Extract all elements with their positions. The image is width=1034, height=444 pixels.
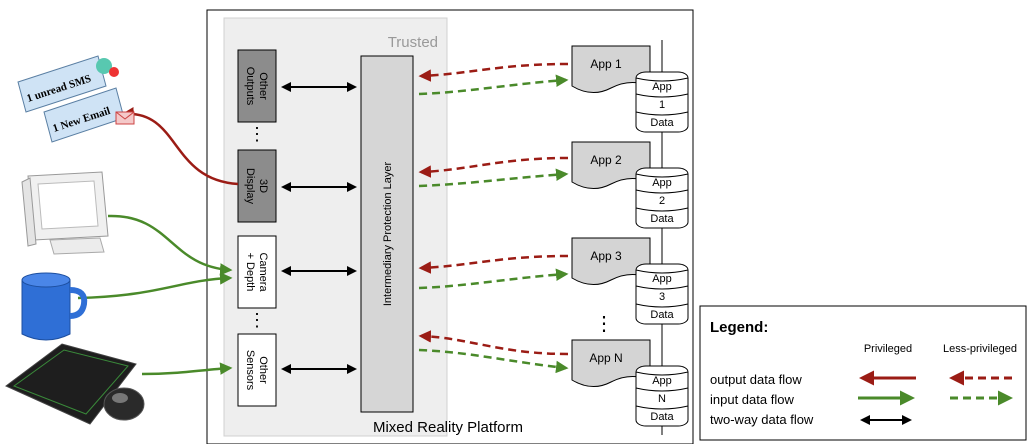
app-db-label: App — [652, 273, 672, 285]
app-db-label: 2 — [659, 195, 665, 207]
app-db-label: 3 — [659, 291, 665, 303]
app-name: App N — [589, 351, 622, 365]
legend-col-privileged: Privileged — [864, 343, 912, 355]
ellipsis-sensors: ⋮ — [248, 310, 266, 330]
app-name: App 3 — [590, 249, 622, 263]
monitor-icon — [21, 171, 109, 255]
module-3d-display: 3DDisplay — [237, 149, 277, 223]
app-database-icon — [635, 71, 689, 133]
svg-text:OtherOutputs: OtherOutputs — [244, 67, 269, 106]
app-db-label: N — [658, 393, 666, 405]
sms-badge-icon — [96, 58, 112, 74]
input-flow-mug — [77, 272, 233, 300]
app-db-label: Data — [650, 213, 674, 225]
app-db-label: Data — [650, 117, 674, 129]
legend-col-less: Less-privileged — [943, 343, 1017, 355]
module-camera-depth: Camera+ Depth — [237, 235, 277, 309]
app-database-icon — [635, 167, 689, 229]
app-database-icon — [635, 365, 689, 427]
legend-row-output: output data flow — [710, 372, 802, 387]
legend: Legend: Privileged Less-privileged outpu… — [699, 305, 1027, 441]
app-db-label: Data — [650, 309, 674, 321]
ellipsis-apps: ⋮ — [594, 313, 614, 335]
app-db-label: 1 — [659, 99, 665, 111]
module-other-sensors: OtherSensors — [237, 333, 277, 407]
output-flow-display — [121, 107, 239, 186]
app-database-icon — [635, 263, 689, 325]
twoway-arrows — [281, 82, 357, 374]
module-other-outputs: OtherOutputs — [237, 49, 277, 123]
legend-row-input: input data flow — [710, 392, 794, 407]
app-flows — [418, 62, 569, 374]
protection-layer — [360, 55, 414, 413]
input-flow-monitor — [107, 214, 233, 276]
app-db-label: App — [652, 177, 672, 189]
app-db-label: App — [652, 81, 672, 93]
svg-text:OtherSensors: OtherSensors — [244, 350, 269, 391]
svg-text:Camera+ Depth: Camera+ Depth — [244, 252, 269, 292]
app-name: App 1 — [590, 57, 622, 71]
legend-row-twoway: two-way data flow — [710, 412, 814, 427]
app-db-label: Data — [650, 411, 674, 423]
mouse-icon — [103, 387, 145, 421]
protection-layer-label: Intermediary Protection Layer — [382, 162, 394, 307]
ellipsis-outputs: ⋮ — [248, 124, 266, 144]
svg-text:3DDisplay: 3DDisplay — [244, 168, 269, 205]
app-name: App 2 — [590, 153, 622, 167]
app-db-label: App — [652, 375, 672, 387]
trusted-label: Trusted — [388, 34, 438, 51]
mug-icon — [21, 272, 88, 341]
input-flow-keyboard — [141, 362, 233, 376]
envelope-icon — [115, 111, 135, 125]
platform-title: Mixed Reality Platform — [373, 419, 523, 436]
legend-title: Legend: — [710, 319, 768, 336]
